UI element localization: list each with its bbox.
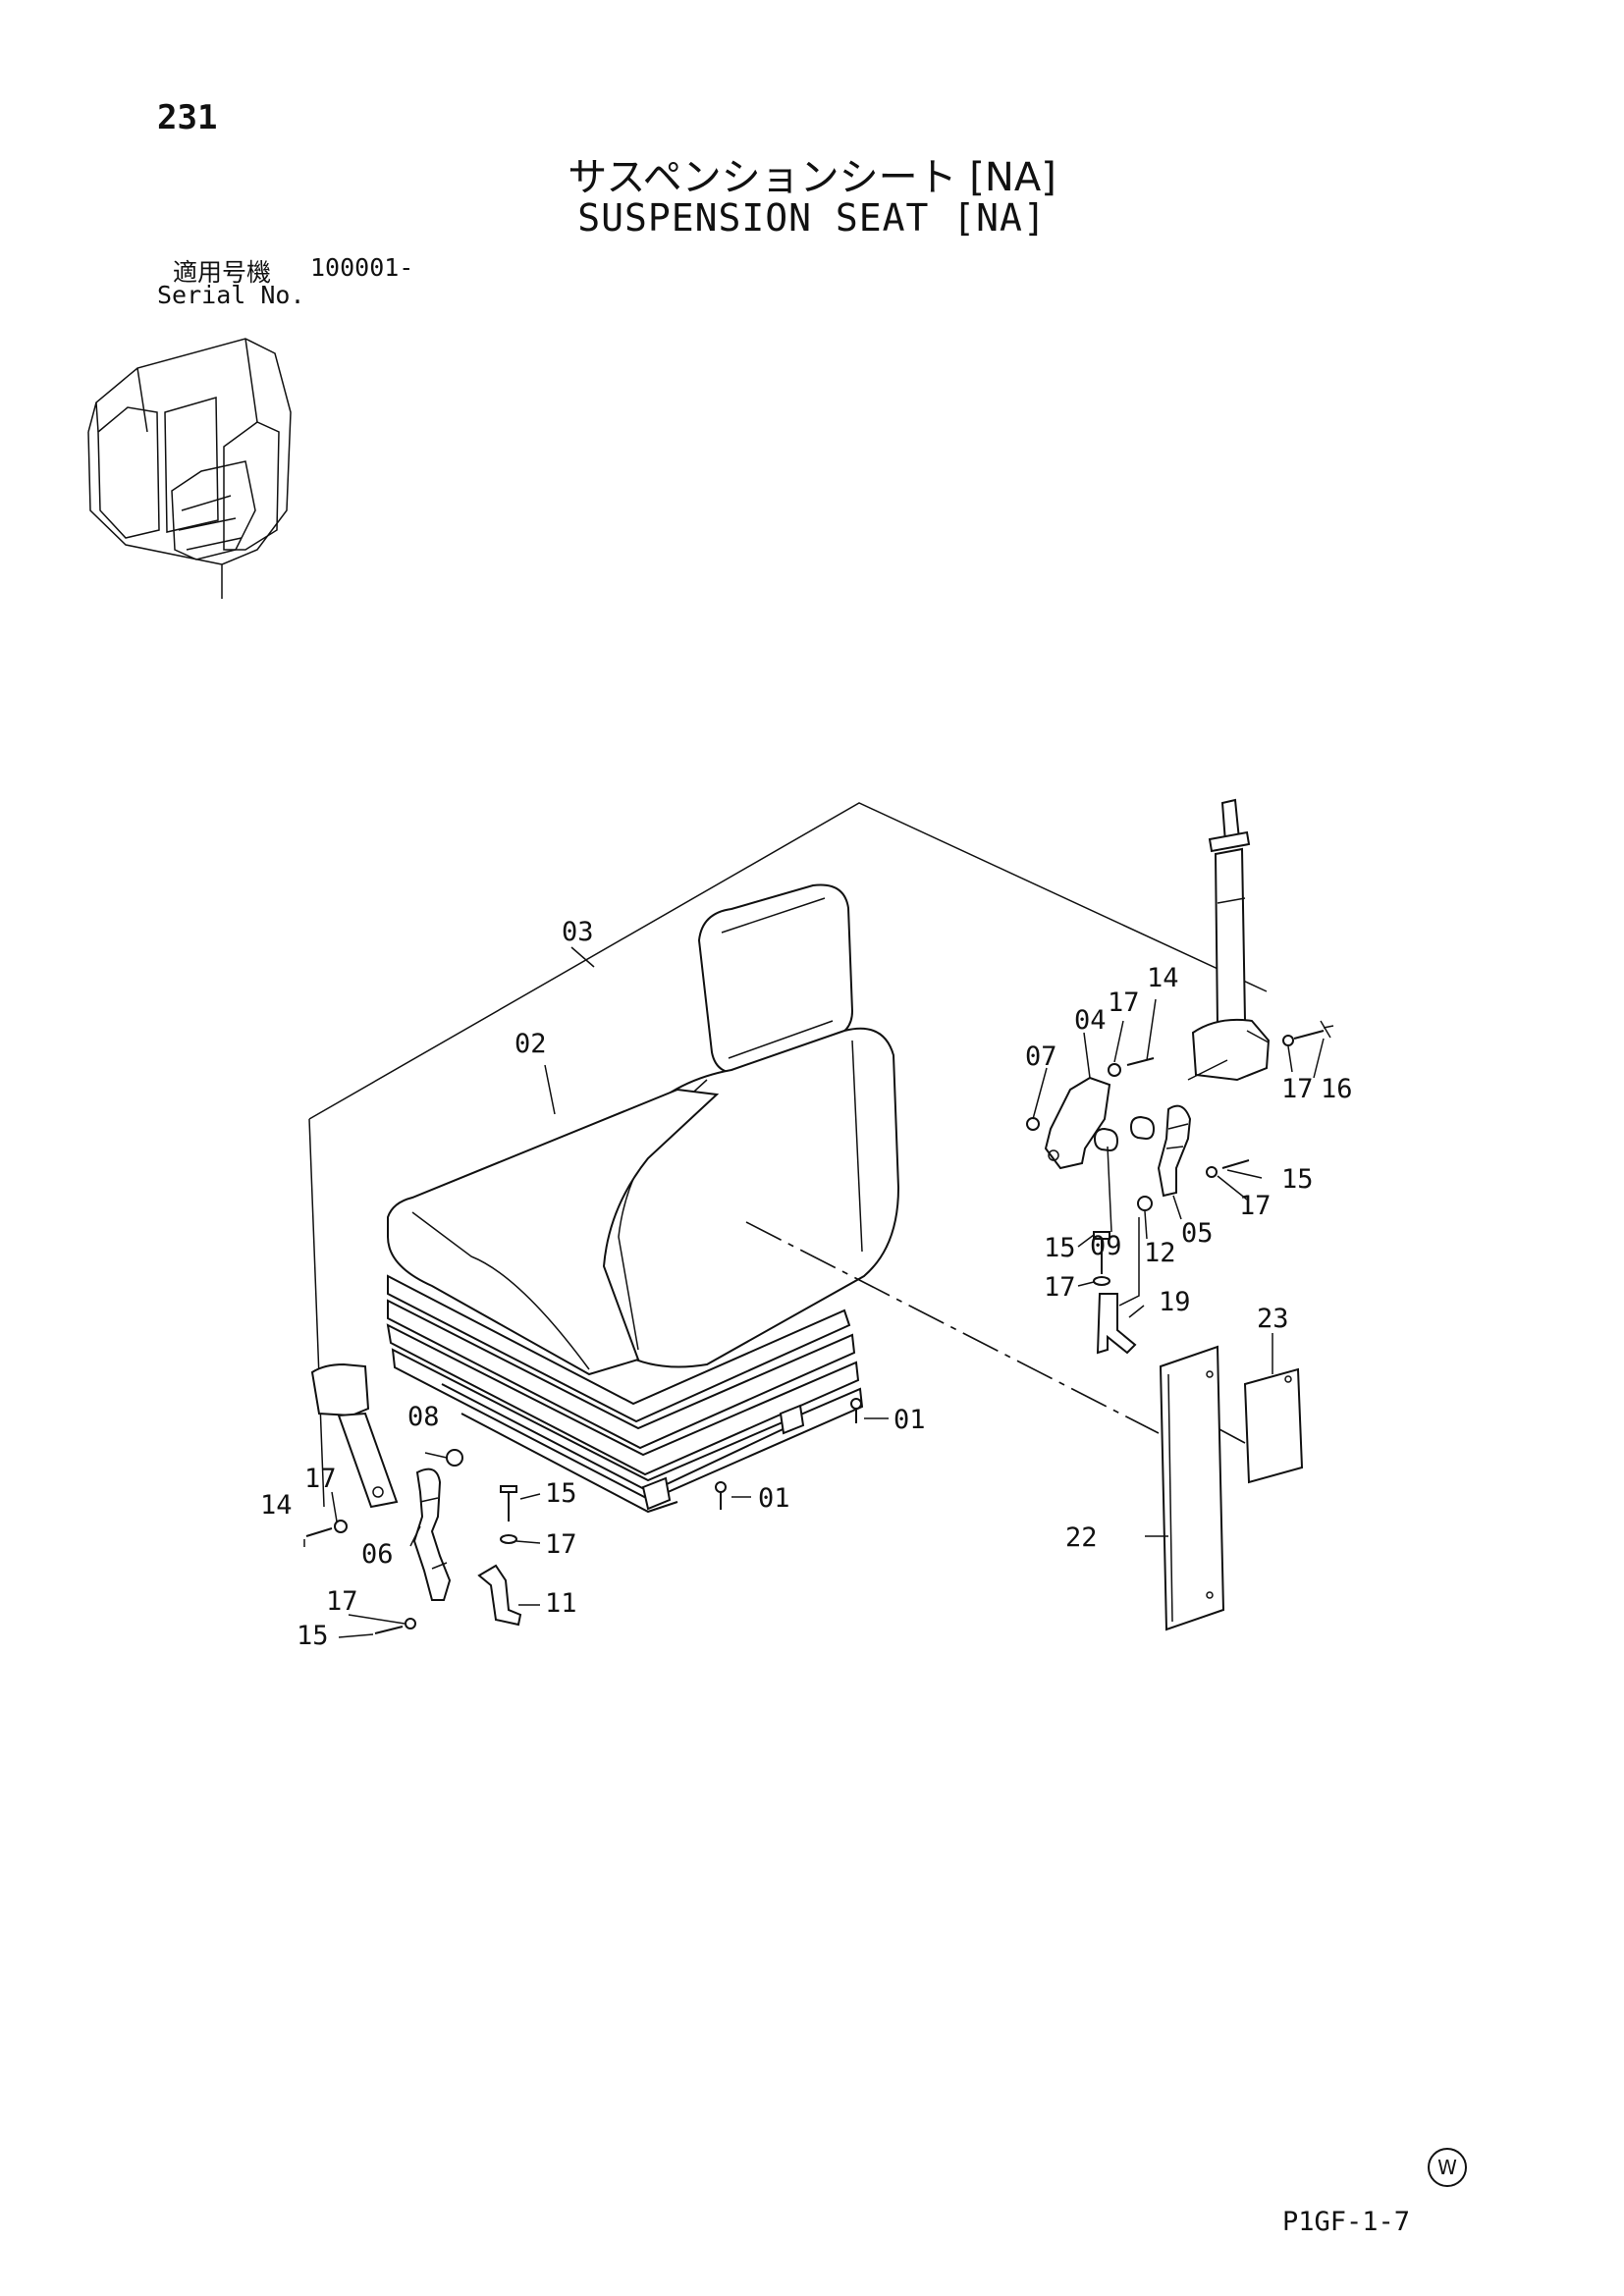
callout-17-c: 17 [1239, 1191, 1272, 1221]
centerline-panel-cover [1217, 1427, 1246, 1444]
callout-01-b: 01 [758, 1483, 790, 1514]
callout-15-a: 15 [1281, 1164, 1314, 1195]
seat-belt-buckle-left [310, 1362, 399, 1509]
callout-labels: 03 02 04 07 17 14 17 16 15 17 09 05 12 1… [260, 917, 1353, 1651]
callout-23: 23 [1257, 1304, 1289, 1334]
seat-illustration [386, 883, 900, 1514]
callout-17-f: 17 [545, 1529, 577, 1560]
callout-03: 03 [562, 917, 594, 947]
callout-17-a: 17 [1108, 988, 1140, 1018]
callout-04: 04 [1074, 1005, 1107, 1036]
callout-07: 07 [1025, 1041, 1057, 1072]
callout-17-e: 17 [304, 1464, 337, 1494]
centerline-seat-panel [745, 1221, 1160, 1434]
callout-11: 11 [545, 1588, 577, 1619]
callout-06: 06 [361, 1539, 394, 1570]
serial-label-english: Serial No. [157, 281, 305, 309]
callout-16: 16 [1321, 1074, 1353, 1104]
callout-19: 19 [1159, 1287, 1191, 1317]
callout-01-a: 01 [893, 1405, 926, 1435]
callout-17-g: 17 [326, 1586, 358, 1617]
leader-lines [303, 946, 1325, 1638]
callout-17-b: 17 [1281, 1074, 1314, 1104]
callout-17-d: 17 [1044, 1272, 1076, 1303]
callout-15-d: 15 [297, 1621, 329, 1651]
callout-14-a: 14 [1147, 963, 1179, 993]
callout-15-b: 15 [1044, 1233, 1076, 1263]
maker-mark: W [1428, 2148, 1467, 2187]
serial-label-japanese: 適用号機 [173, 258, 272, 287]
title-japanese: サスペンションシート [NA] [568, 155, 1056, 200]
callout-15-c: 15 [545, 1478, 577, 1509]
title-english: SUSPENSION SEAT [NA] [577, 196, 1047, 240]
serial-range: 100001- [310, 253, 414, 282]
side-panel [1159, 1345, 1225, 1631]
callout-05: 05 [1181, 1218, 1214, 1249]
page-number: 231 [157, 98, 218, 137]
callout-09: 09 [1090, 1231, 1122, 1261]
panel-cover [1243, 1367, 1304, 1484]
cab-location-thumbnail [87, 338, 292, 599]
callout-14-b: 14 [260, 1490, 293, 1521]
callout-08: 08 [407, 1402, 440, 1432]
assembly-outline [308, 802, 1268, 1508]
callout-12: 12 [1144, 1238, 1176, 1268]
callout-02: 02 [514, 1029, 547, 1059]
callout-22: 22 [1065, 1522, 1098, 1553]
seat-belt-retractor-right [1191, 798, 1271, 1082]
drawing-code: P1GF-1-7 [1282, 2207, 1411, 2237]
